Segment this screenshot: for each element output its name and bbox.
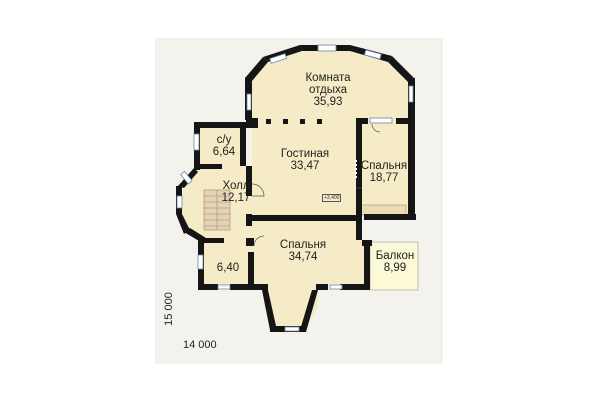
dimension-height: 15 000 (163, 292, 175, 326)
room-label-bedroom-main: Спальня 34,74 (275, 239, 331, 263)
lounge-floor (252, 50, 408, 120)
room-name: с/у (216, 134, 232, 146)
room-area: 18,77 (369, 172, 399, 184)
room-label-hall: Холл 12,17 (216, 180, 256, 204)
dimension-width: 14 000 (183, 339, 217, 351)
room-area: 8,99 (383, 262, 407, 274)
small-room-floor (204, 240, 252, 284)
room-area: 6,64 (212, 146, 236, 158)
room-label-small-room: 6,40 (208, 262, 248, 274)
room-label-bedroom-right: Спальня 18,77 (357, 160, 411, 184)
room-name: Холл (222, 180, 250, 192)
bathroom-floor (200, 128, 242, 166)
room-name: Балкон (375, 250, 415, 262)
room-label-lounge: Комната отдыха 35,93 (298, 72, 358, 108)
room-label-balcony: Балкон 8,99 (370, 250, 420, 274)
bedroom-right-floor (356, 120, 408, 218)
room-name: отдыха (308, 84, 348, 96)
room-label-living: Гостиная 33,47 (275, 148, 335, 172)
room-area: 12,17 (221, 192, 251, 204)
level-mark: +3,400 (322, 194, 342, 202)
room-area: 35,93 (313, 96, 343, 108)
wardrobe (357, 204, 407, 216)
room-name: Комната (305, 72, 351, 84)
room-area: 6,40 (216, 262, 240, 274)
windows (176, 44, 414, 332)
bedroom-main-floor (252, 218, 370, 326)
room-name: Гостиная (280, 148, 330, 160)
room-label-bathroom: с/у 6,64 (206, 134, 242, 158)
doors (251, 123, 381, 247)
room-area: 33,47 (290, 160, 320, 172)
columns (266, 119, 322, 124)
staircase (203, 189, 231, 231)
room-name: Спальня (279, 239, 327, 251)
room-name: Спальня (360, 160, 408, 172)
room-area: 34,74 (288, 251, 318, 263)
